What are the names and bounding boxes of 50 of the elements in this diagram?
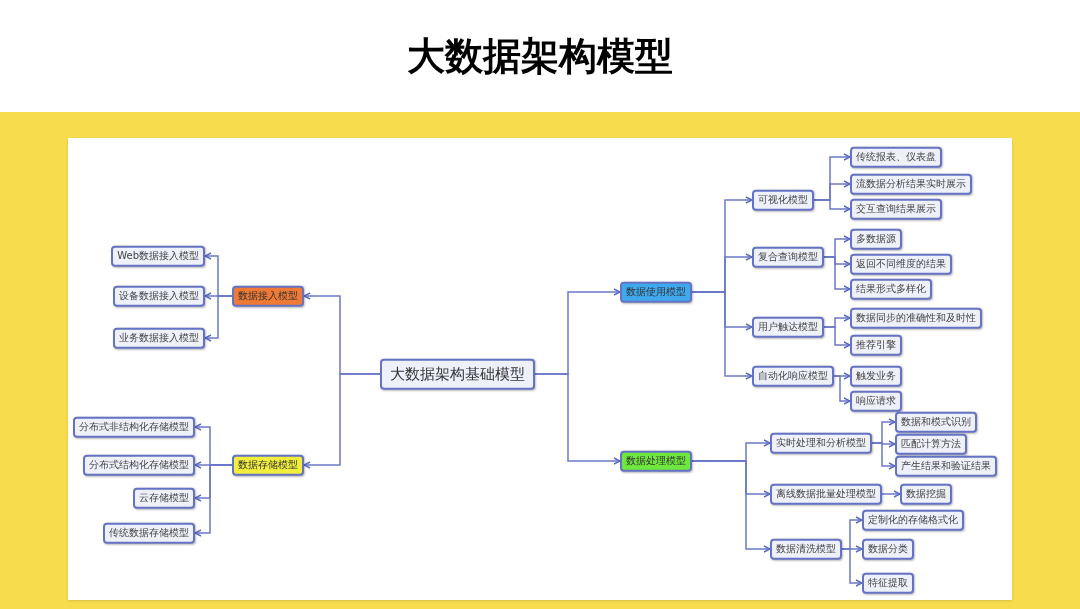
topic-box: 离线数据批量处理模型 xyxy=(770,483,882,505)
connector-arrow xyxy=(871,442,896,470)
topic-box: 业务数据接入模型 xyxy=(113,327,205,349)
topic-box: 分布式非结构化存储模型 xyxy=(73,416,195,438)
topic-box: 流数据分析结果实时展示 xyxy=(850,173,972,195)
topic-box: 数据使用模型 xyxy=(620,281,692,303)
topic-box: 特征提取 xyxy=(862,572,914,594)
topic-box: 用户触达模型 xyxy=(752,316,824,338)
topic-box: 推荐引擎 xyxy=(850,334,902,356)
connector-arrow xyxy=(833,375,851,405)
topic-box: 数据同步的准确性和及时性 xyxy=(850,307,982,329)
topic-box: 产生结果和验证结果 xyxy=(895,455,997,477)
topic-box: 分布式结构化存储模型 xyxy=(83,454,195,476)
topic-box: 可视化模型 xyxy=(752,189,814,211)
topic-box: 数据处理模型 xyxy=(620,450,692,472)
topic-box: 设备数据接入模型 xyxy=(113,285,205,307)
topic-box: 多数据源 xyxy=(850,228,902,250)
connector-arrow xyxy=(204,295,233,342)
topic-box: 匹配计算方法 xyxy=(895,433,967,455)
topic-box: 触发业务 xyxy=(850,365,902,387)
topic-box: 传统报表、仪表盘 xyxy=(850,146,942,168)
connector-arrow xyxy=(534,373,621,465)
topic-box: 实时处理和分析模型 xyxy=(770,432,872,454)
title: 大数据架构模型 xyxy=(407,33,673,80)
topic-box: 数据接入模型 xyxy=(232,285,304,307)
connector-arrow xyxy=(841,548,863,587)
connector-arrow xyxy=(881,490,901,498)
connector-arrow xyxy=(823,256,851,293)
connector-arrow xyxy=(691,291,753,380)
connector-arrow xyxy=(303,373,381,469)
topic-box: 交互查询结果展示 xyxy=(850,198,942,220)
topic-box: 数据清洗模型 xyxy=(770,538,842,560)
connector-arrow xyxy=(813,199,851,213)
topic-box: 数据分类 xyxy=(862,538,914,560)
topic-box: 复合查询模型 xyxy=(752,246,824,268)
topic-box: 自动化响应模型 xyxy=(752,365,834,387)
topic-box: 云存储模型 xyxy=(133,487,195,509)
topic-box: 响应请求 xyxy=(850,390,902,412)
connector-arrow xyxy=(823,326,851,349)
topic-box: 数据存储模型 xyxy=(232,454,304,476)
topic-box: 传统数据存储模型 xyxy=(103,522,195,544)
connector-arrow xyxy=(194,464,233,537)
topic-box: 返回不同维度的结果 xyxy=(850,253,952,275)
topic-box: 数据和模式识别 xyxy=(895,411,977,433)
topic-box: 大数据架构基础模型 xyxy=(380,358,535,390)
topic-box: 定制化的存储格式化 xyxy=(862,509,964,531)
topic-box: Web数据接入模型 xyxy=(111,245,205,267)
topic-box: 结果形式多样化 xyxy=(850,278,932,300)
connector-arrow xyxy=(691,460,771,553)
topic-box: 数据挖掘 xyxy=(900,483,952,505)
